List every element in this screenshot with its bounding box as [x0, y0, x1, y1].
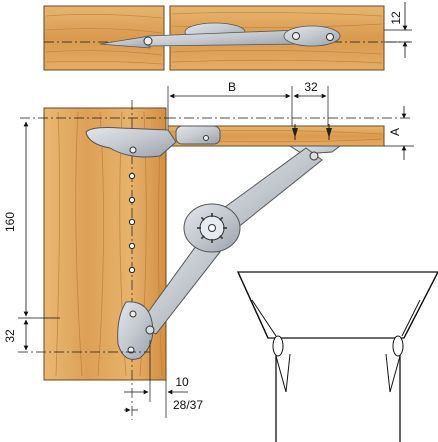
screw-icon	[127, 346, 135, 354]
side-view: B 32 A 160 32 10 28/37	[3, 80, 414, 420]
top-hinge	[99, 22, 341, 49]
gear-icon	[197, 213, 227, 243]
upper-mount-plate	[85, 127, 177, 158]
dim-10-label: 10	[175, 375, 189, 389]
inset-stay-left	[251, 299, 291, 393]
screw-icon	[129, 310, 137, 318]
screw-icon	[309, 151, 319, 161]
screw-icon	[326, 33, 334, 41]
dim-160-label: 160	[3, 212, 17, 232]
lower-mount-plate	[117, 301, 154, 360]
screw-icon	[292, 32, 300, 40]
lid-mount-plate	[175, 125, 221, 145]
dim-b-label: B	[228, 80, 236, 94]
screw-icon	[203, 135, 209, 141]
inset-lid	[236, 271, 438, 339]
panel-holes	[128, 172, 136, 274]
screw-icon	[143, 36, 153, 46]
dim-a-label: A	[388, 128, 402, 136]
screw-icon	[145, 325, 155, 335]
screw-icon	[129, 146, 137, 154]
dim-28-37-label: 28/37	[173, 398, 203, 412]
dim-32-top-label: 32	[304, 80, 318, 94]
dim-12-label: 12	[389, 11, 403, 25]
inset-body	[275, 338, 401, 442]
inset-stay-right	[385, 299, 421, 393]
dim-32-side-label: 32	[3, 329, 17, 343]
lid-screws	[292, 124, 332, 140]
inset-view	[236, 271, 438, 442]
top-view: 12	[43, 2, 412, 71]
